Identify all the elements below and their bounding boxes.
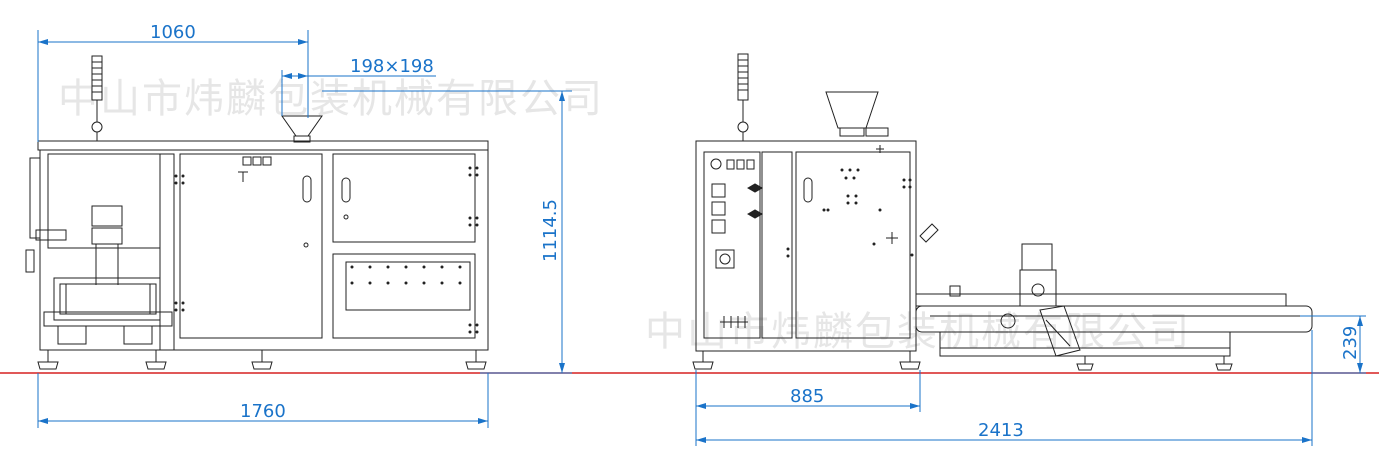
dim-height: 1114.5 bbox=[540, 199, 561, 262]
dim-length-front: 1760 bbox=[240, 401, 286, 422]
watermark-text-left: 中山市炜麟包装机械有限公司 bbox=[58, 76, 604, 122]
side-view-machine bbox=[692, 53, 1313, 371]
dim-total-length: 2413 bbox=[978, 420, 1024, 441]
dimension-lines bbox=[37, 30, 1366, 446]
dim-side-depth: 885 bbox=[790, 386, 824, 407]
dim-width-top: 1060 bbox=[150, 22, 196, 43]
dim-hopper: 198×198 bbox=[350, 56, 434, 77]
front-view-machine bbox=[25, 55, 489, 370]
dim-conveyor-height: 239 bbox=[1340, 326, 1361, 360]
